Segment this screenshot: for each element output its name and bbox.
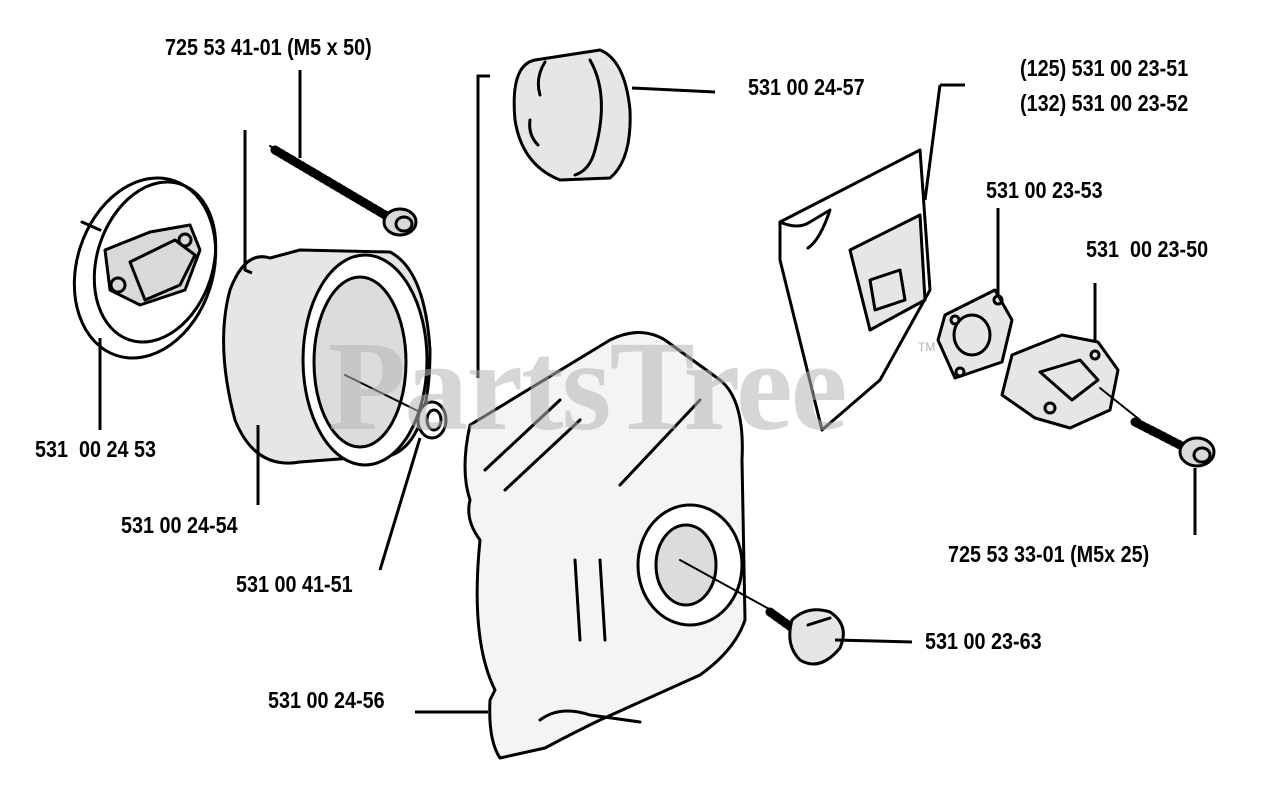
label-main-cover: 531 00 24-56 xyxy=(268,687,385,713)
leader-lines xyxy=(98,70,1197,714)
cap-part xyxy=(512,48,632,182)
label-filter-holder: 531 00 24 53 xyxy=(35,436,156,462)
main-cover-part xyxy=(463,331,781,760)
label-filter-element: 531 00 24-54 xyxy=(121,512,238,538)
filter-holder-part xyxy=(72,176,218,360)
washer-part xyxy=(416,400,448,440)
air-filter-element-part xyxy=(222,248,432,467)
screw-m5x25-part xyxy=(1099,387,1216,468)
label-gasket-125: (125) 531 00 23-51 xyxy=(1020,55,1189,81)
label-small-plate: 531 00 23-53 xyxy=(986,177,1103,203)
label-gasket-132: (132) 531 00 23-52 xyxy=(1020,90,1189,116)
label-cap: 531 00 24-57 xyxy=(748,74,865,100)
label-screw-m5x50: 725 53 41-01 (M5 x 50) xyxy=(165,34,372,60)
label-screw-m5x25: 725 53 33-01 (M5x 25) xyxy=(948,541,1150,567)
label-knob: 531 00 23-63 xyxy=(925,628,1042,654)
label-housing: 531 00 23-50 xyxy=(1086,236,1209,262)
small-plate-part xyxy=(936,288,1014,380)
gasket-plate-part xyxy=(778,148,932,432)
housing-part xyxy=(1000,333,1120,430)
watermark: PartsTree xyxy=(328,315,847,457)
screw-m5x50-part xyxy=(269,145,418,237)
knob-part xyxy=(765,607,845,666)
watermark-trademark: TM xyxy=(918,340,936,354)
label-washer: 531 00 41-51 xyxy=(236,571,353,597)
